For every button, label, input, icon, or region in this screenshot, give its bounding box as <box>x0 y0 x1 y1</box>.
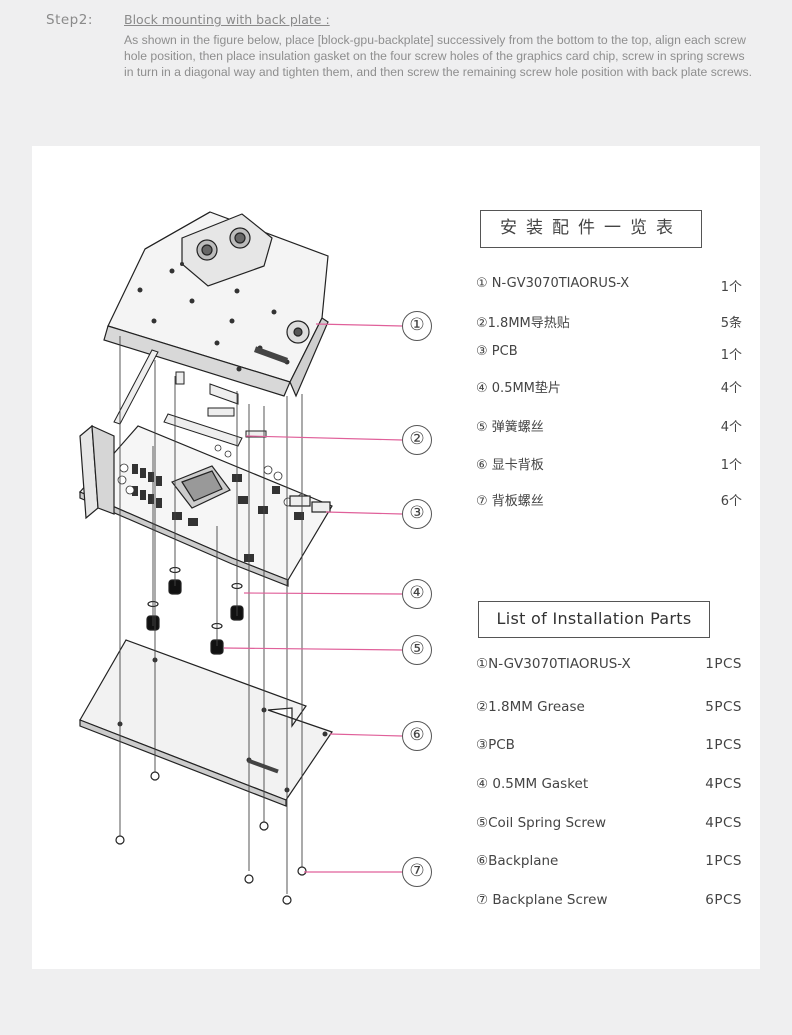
cn-part-name: ④ 0.5MM垫片 <box>476 381 561 396</box>
en-part-qty: 6PCS <box>705 892 742 908</box>
cn-part-qty: 5条 <box>720 316 742 331</box>
en-part-name: ⑤Coil Spring Screw <box>476 815 607 831</box>
cn-part-qty: 4个 <box>720 420 742 435</box>
en-parts-row: ②1.8MM Grease 5PCS <box>476 699 742 719</box>
callout-7: ⑦ <box>402 857 432 887</box>
callout-6: ⑥ <box>402 721 432 751</box>
en-parts-row: ⑤Coil Spring Screw 4PCS <box>476 815 742 835</box>
cn-parts-title: 安装配件一览表 <box>480 210 702 248</box>
backplate-drawing <box>79 639 333 807</box>
cn-part-name: ⑥ 显卡背板 <box>476 458 544 473</box>
en-parts-row: ③PCB 1PCS <box>476 737 742 757</box>
cn-parts-row: ⑤ 弹簧螺丝 4个 <box>476 416 742 436</box>
en-parts-row: ⑦ Backplane Screw 6PCS <box>476 892 742 912</box>
en-part-qty: 1PCS <box>705 853 742 869</box>
step-title: Block mounting with back plate : <box>124 12 330 27</box>
water-block-drawing <box>103 211 329 398</box>
en-part-qty: 4PCS <box>705 815 742 831</box>
backplate-screw-drawing <box>115 771 307 905</box>
cn-parts-row: ④ 0.5MM垫片 4个 <box>476 377 742 397</box>
thermal-pad-drawing <box>113 349 267 447</box>
step-description: As shown in the figure below, place [blo… <box>124 33 753 79</box>
en-parts-row: ⑥Backplane 1PCS <box>476 853 742 873</box>
cn-part-qty: 1个 <box>720 458 742 473</box>
cn-part-name: ① N-GV3070TIAORUS-X <box>476 276 630 291</box>
callout-5: ⑤ <box>402 635 432 665</box>
cn-part-name: ②1.8MM导热贴 <box>476 316 570 331</box>
en-parts-row: ①N-GV3070TIAORUS-X 1PCS <box>476 656 742 676</box>
en-part-name: ④ 0.5MM Gasket <box>476 776 589 792</box>
cn-parts-row: ⑦ 背板螺丝 6个 <box>476 490 742 510</box>
en-parts-row: ④ 0.5MM Gasket 4PCS <box>476 776 742 796</box>
cn-part-qty: 1个 <box>720 280 742 295</box>
en-part-name: ⑦ Backplane Screw <box>476 892 608 908</box>
cn-parts-row: ③ PCB 1个 <box>476 344 742 364</box>
callout-3: ③ <box>402 499 432 529</box>
cn-parts-row: ① N-GV3070TIAORUS-X 1个 <box>476 276 742 296</box>
cn-parts-row: ⑥ 显卡背板 1个 <box>476 454 742 474</box>
cn-part-qty: 6个 <box>720 494 742 509</box>
diagram-panel: ① ② ③ ④ ⑤ ⑥ ⑦ 安装配件一览表 ① N-GV3070TIAORUS-… <box>32 146 760 969</box>
assembly-guide-lines <box>119 336 303 894</box>
callout-2: ② <box>402 425 432 455</box>
en-part-name: ①N-GV3070TIAORUS-X <box>476 656 631 672</box>
cn-parts-row: ②1.8MM导热贴 5条 <box>476 312 742 332</box>
step-label: Step2: <box>46 12 93 28</box>
cn-part-name: ③ PCB <box>476 344 518 359</box>
cn-part-qty: 4个 <box>720 381 742 396</box>
cn-part-name: ⑦ 背板螺丝 <box>476 494 544 509</box>
en-part-qty: 1PCS <box>705 737 742 753</box>
cn-part-name: ⑤ 弹簧螺丝 <box>476 420 544 435</box>
en-part-name: ②1.8MM Grease <box>476 699 585 715</box>
en-part-qty: 5PCS <box>705 699 742 715</box>
leader-lines <box>223 323 403 873</box>
pcb-drawing <box>79 424 333 587</box>
en-part-qty: 1PCS <box>705 656 742 672</box>
en-parts-title: List of Installation Parts <box>478 601 710 638</box>
en-part-name: ③PCB <box>476 737 515 753</box>
exploded-assembly-diagram <box>79 211 403 905</box>
en-part-qty: 4PCS <box>705 776 742 792</box>
spring-screw-drawing <box>146 566 244 655</box>
cn-part-qty: 1个 <box>720 348 742 363</box>
en-part-name: ⑥Backplane <box>476 853 559 869</box>
callout-4: ④ <box>402 579 432 609</box>
callout-1: ① <box>402 311 432 341</box>
